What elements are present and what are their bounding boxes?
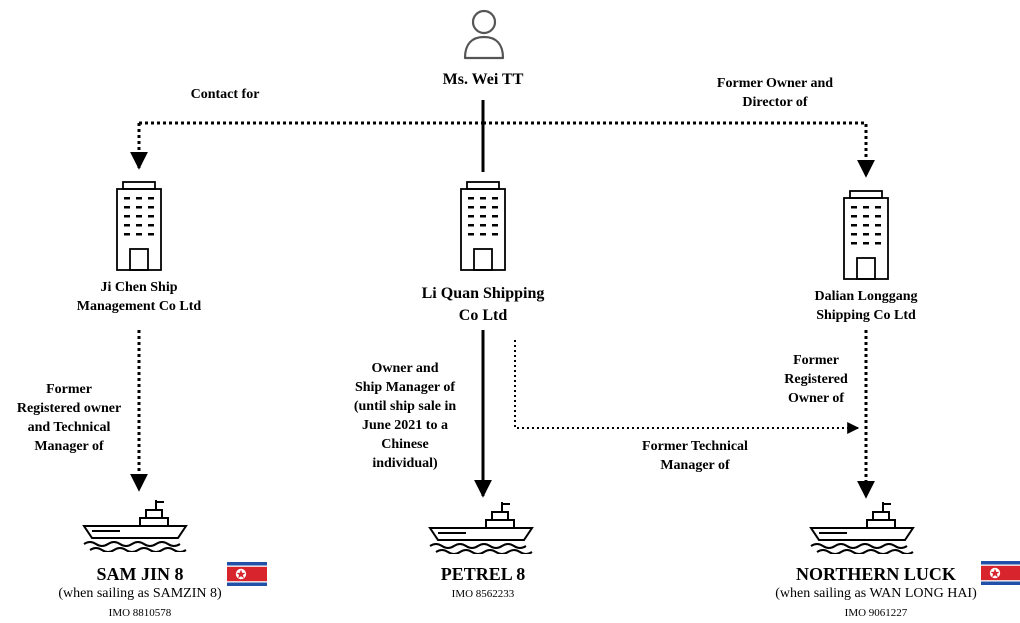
company-ji-chen: Ji Chen Ship Management Co Ltd — [49, 278, 229, 316]
vessel-imo: IMO 8810578 — [108, 607, 172, 619]
office-building-icon — [460, 181, 506, 271]
vessel-name: NORTHERN LUCK — [796, 564, 956, 584]
company-ji-chen-line1: Ji Chen Ship — [100, 280, 178, 295]
relation-former-owner-director: Former Owner and Director of — [716, 76, 834, 110]
company-li-quan: Li Quan Shipping Co Ltd — [393, 283, 573, 327]
office-building-icon — [843, 190, 889, 280]
office-building-icon — [116, 181, 162, 271]
ship-icon — [428, 502, 534, 554]
company-dalian-line1: Dalian Longgang — [814, 289, 918, 304]
vessel-note: (when sailing as WAN LONG HAI) — [775, 586, 977, 601]
relation-former-technical-manager: Former Technical Manager of — [642, 439, 748, 473]
company-li-quan-line1: Li Quan Shipping — [421, 285, 545, 302]
ship-icon — [82, 500, 188, 552]
north-korea-flag-icon — [981, 561, 1020, 585]
relation-ji-chen-to-ship: Former Registered owner and Technical Ma… — [16, 382, 122, 454]
person-name: Ms. Wei TT — [442, 71, 524, 88]
relation-dalian-to-ship: Former Registered Owner of — [784, 353, 848, 406]
north-korea-flag-icon — [227, 562, 267, 586]
vessel-name: PETREL 8 — [440, 564, 526, 584]
company-ji-chen-line2: Management Co Ltd — [76, 299, 202, 314]
person-icon — [463, 9, 505, 60]
vessel-imo: IMO 8562233 — [451, 588, 515, 600]
line-former-owner-director — [483, 121, 875, 178]
vessel-imo: IMO 9061227 — [844, 607, 908, 619]
company-dalian-line2: Shipping Co Ltd — [816, 308, 916, 323]
ship-icon — [809, 502, 915, 554]
vessel-name: SAM JIN 8 — [96, 564, 184, 584]
relation-contact-for: Contact for — [190, 87, 260, 102]
company-dalian: Dalian Longgang Shipping Co Ltd — [776, 287, 956, 325]
company-li-quan-line2: Co Ltd — [458, 307, 508, 324]
relation-li-quan-to-ship: Owner and Ship Manager of (until ship sa… — [353, 361, 457, 471]
vessel-note: (when sailing as SAMZIN 8) — [58, 586, 222, 601]
line-former-technical-manager — [514, 340, 860, 434]
